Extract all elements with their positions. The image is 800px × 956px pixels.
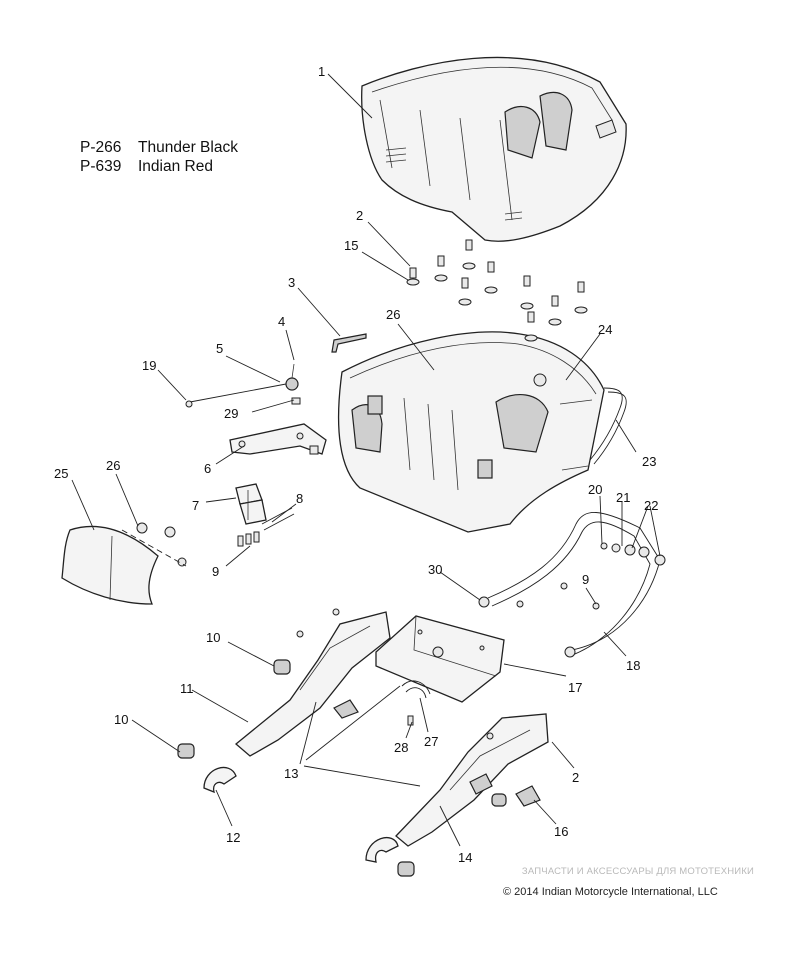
- callout-26: 26: [386, 307, 400, 322]
- callout-8: 8: [296, 491, 303, 506]
- copyright-notice: © 2014 Indian Motorcycle International, …: [503, 886, 718, 898]
- paint-code: P-639: [80, 158, 122, 175]
- leader-lines: [71, 73, 661, 847]
- callout-10: 10: [206, 630, 220, 645]
- watermark-text: ЗАПЧАСТИ И АКСЕССУАРЫ ДЛЯ МОТОТЕХНИКИ: [521, 866, 755, 877]
- part-25-backrest-pad[interactable]: [61, 525, 159, 605]
- callout-17: 17: [568, 680, 582, 695]
- rail-fastener-set[interactable]: [516, 542, 666, 610]
- paint-color-name: Indian Red: [138, 158, 213, 175]
- part-7-hinge[interactable]: [235, 483, 267, 525]
- part-17-mounting-plate[interactable]: [375, 615, 505, 703]
- part-16-mount-block[interactable]: [333, 699, 541, 807]
- part-29-clip[interactable]: [291, 397, 301, 405]
- callout-26: 26: [106, 458, 120, 473]
- callout-10: 10: [114, 712, 128, 727]
- callout-11: 11: [180, 681, 194, 696]
- callout-20: 20: [588, 482, 602, 497]
- callout-13: 13: [284, 766, 298, 781]
- callout-23: 23: [642, 454, 656, 469]
- callout-29: 29: [224, 406, 238, 421]
- part-3-cable[interactable]: [331, 333, 367, 353]
- pad-fastener-set[interactable]: [121, 522, 187, 567]
- part-14-right-bracket[interactable]: [395, 713, 549, 847]
- callout-30: 30: [428, 562, 442, 577]
- callout-19: 19: [142, 358, 156, 373]
- callout-16: 16: [554, 824, 568, 839]
- callout-7: 7: [192, 498, 199, 513]
- callout-2: 2: [572, 770, 579, 785]
- part-12-clamp[interactable]: [203, 766, 399, 863]
- callout-25: 25: [54, 466, 68, 481]
- callout-1: 1: [318, 64, 325, 79]
- lid-fastener-set[interactable]: [406, 239, 588, 342]
- part-11-left-bracket[interactable]: [234, 608, 391, 757]
- callout-3: 3: [288, 275, 295, 290]
- paint-color-name: Thunder Black: [138, 139, 238, 156]
- part-24-trunk-base[interactable]: [337, 331, 605, 533]
- paint-code-row: P-639 Indian Red: [80, 157, 238, 176]
- part-1-trunk-lid[interactable]: [361, 56, 627, 242]
- callout-9: 9: [212, 564, 219, 579]
- callout-2: 2: [356, 208, 363, 223]
- part-8-hinge-spring[interactable]: [261, 507, 295, 531]
- callout-9: 9: [582, 572, 589, 587]
- part-10-grommet[interactable]: [177, 659, 507, 877]
- callout-14: 14: [458, 850, 472, 865]
- part-27-strap[interactable]: [401, 680, 431, 699]
- callout-27: 27: [424, 734, 438, 749]
- part-28-screw[interactable]: [407, 715, 414, 726]
- callout-5: 5: [216, 341, 223, 356]
- paint-code-legend: P-266 Thunder Black P-639 Indian Red: [80, 138, 238, 176]
- callout-6: 6: [204, 461, 211, 476]
- part-5-release-cable[interactable]: [185, 363, 299, 408]
- callout-4: 4: [278, 314, 285, 329]
- callout-12: 12: [226, 830, 240, 845]
- part-18-passenger-rail[interactable]: [478, 512, 661, 658]
- callout-18: 18: [626, 658, 640, 673]
- paint-code-row: P-266 Thunder Black: [80, 138, 238, 157]
- paint-code: P-266: [80, 139, 122, 156]
- callout-22: 22: [644, 498, 658, 513]
- part-9-screw-set[interactable]: [237, 531, 260, 547]
- callout-15: 15: [344, 238, 358, 253]
- part-6-latch-bracket[interactable]: [229, 423, 327, 455]
- callout-28: 28: [394, 740, 408, 755]
- callout-21: 21: [616, 490, 630, 505]
- callout-24: 24: [598, 322, 612, 337]
- callout-labels: 1 2 15 3 4 5 19 29 6 7 8 9 25 26 26 24 2…: [54, 64, 658, 865]
- part-23-weatherstrip[interactable]: [589, 387, 627, 465]
